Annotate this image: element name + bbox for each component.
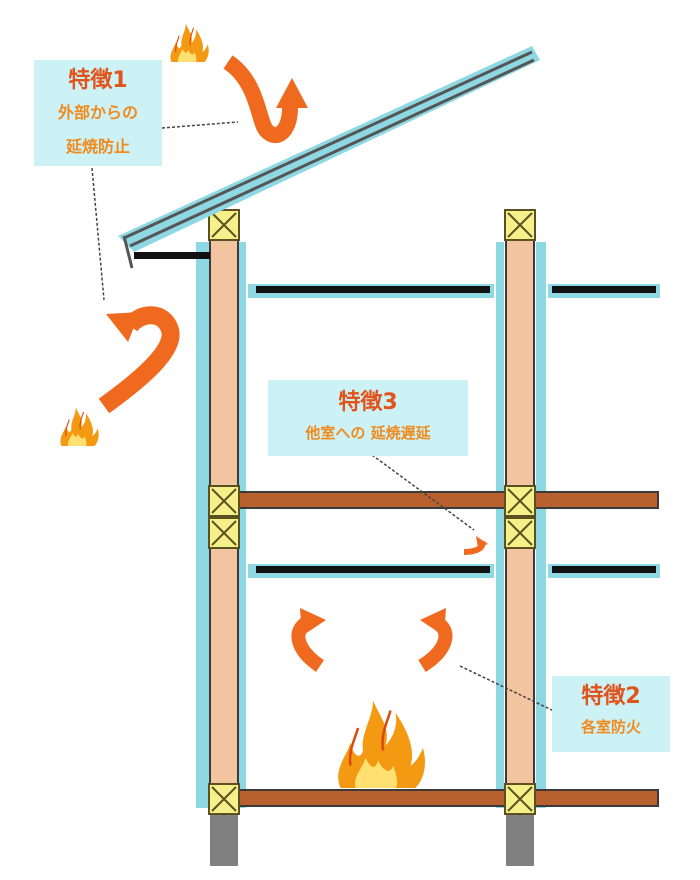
feature-2-line-1: 各室防火 <box>580 718 641 736</box>
truss-block-icon <box>504 517 536 549</box>
eave-soffit <box>134 252 210 259</box>
curved-arrow-icon <box>223 55 308 143</box>
exterior-fireproof-board <box>196 242 210 808</box>
feature-3-line-1: 他室への 延焼遅延 <box>305 424 431 442</box>
ceiling-lower <box>256 566 490 573</box>
feature-2-title: 特徴2 <box>581 684 641 709</box>
leader-lines <box>91 121 557 713</box>
truss-block-icon <box>208 517 240 549</box>
floor-beam-ground <box>237 789 659 807</box>
foundation-pier-left <box>210 808 238 866</box>
curved-arrow-icon <box>98 306 180 414</box>
interior-board-right-a <box>496 242 504 808</box>
interior-board-right-b <box>536 242 546 808</box>
feature-1-title: 特徴1 <box>68 68 128 93</box>
truss-block-icon <box>504 783 536 815</box>
curved-arrow-icon <box>418 608 453 672</box>
foundation-pier-right <box>506 808 534 866</box>
ceiling-lower-right <box>552 566 656 573</box>
callout-feature-1: 特徴1 外部からの 延焼防止 <box>34 60 162 166</box>
callout-feature-3: 特徴3 他室への 延焼遅延 <box>268 380 468 456</box>
truss-block-icon <box>504 209 536 241</box>
feature-3-title: 特徴3 <box>338 390 398 415</box>
truss-block-icon <box>208 209 240 241</box>
truss-block-icon <box>208 783 240 815</box>
ceiling-upper-right <box>552 286 656 293</box>
truss-block-icon <box>504 485 536 517</box>
feature-1-line-2: 延焼防止 <box>65 137 130 156</box>
roof <box>118 46 540 269</box>
flame-icon <box>59 406 100 447</box>
callout-feature-2: 特徴2 各室防火 <box>552 676 670 752</box>
flame-icon <box>336 699 427 790</box>
curved-arrow-icon <box>463 536 488 555</box>
feature-1-line-1: 外部からの <box>57 103 138 122</box>
truss-block-icon <box>208 485 240 517</box>
interior-board-left <box>238 242 246 808</box>
ceiling-upper <box>256 286 490 293</box>
flame-icon <box>169 22 210 63</box>
curved-arrow-icon <box>291 608 326 672</box>
floor-beam-upper <box>237 491 659 509</box>
